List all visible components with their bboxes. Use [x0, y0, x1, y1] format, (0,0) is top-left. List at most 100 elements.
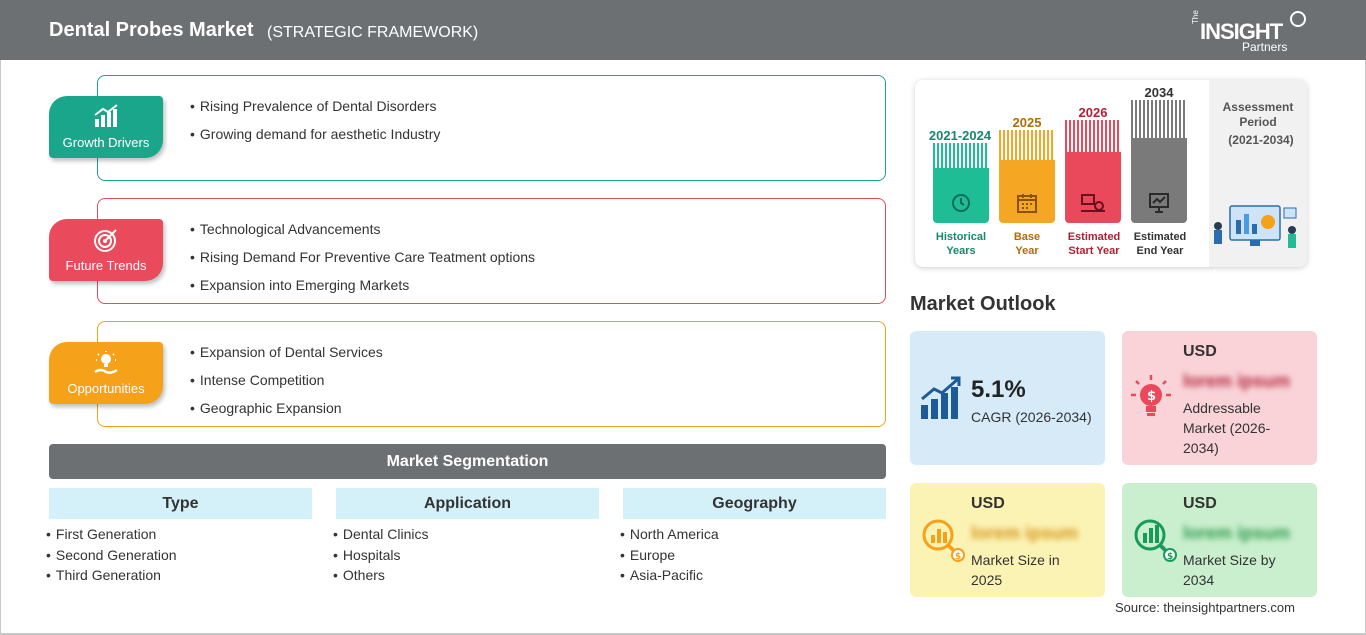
caption-line: Year: [1015, 245, 1039, 257]
addressable-currency: USD: [1183, 343, 1217, 360]
caption-line: Estimated: [1067, 231, 1121, 243]
dollar-bulb-icon: $: [1131, 375, 1171, 416]
addressable-market-card: $ USD lorem ipsum Addressable Market (20…: [1122, 331, 1317, 465]
header-bar: Dental Probes Market (STRATEGIC FRAMEWOR…: [0, 0, 1366, 60]
timeline-caption-historical: Historical Years: [924, 230, 998, 258]
opportunities-box: Expansion of Dental Services Intense Com…: [97, 321, 886, 427]
future-trends-box: Technological Advancements Rising Demand…: [97, 198, 886, 304]
growth-drivers-badge: Growth Drivers: [49, 96, 163, 158]
addressable-label: Addressable Market (2026-2034): [1183, 400, 1271, 456]
logo-ring-icon: [1290, 11, 1306, 27]
svg-text:$: $: [955, 552, 961, 562]
segment-heading-geography: Geography: [623, 488, 886, 519]
caption-line: Years: [946, 245, 976, 257]
cagr-label: CAGR (2026-2034): [971, 409, 1092, 425]
list-item: Technological Advancements: [190, 220, 535, 248]
growth-drivers-label: Growth Drivers: [62, 135, 150, 150]
opportunities-list: Expansion of Dental Services Intense Com…: [190, 343, 383, 427]
timeline-year-end: 2034: [1144, 85, 1174, 100]
timeline-bar-historical: [933, 143, 989, 223]
list-item: Rising Demand For Preventive Care Teatme…: [190, 248, 535, 276]
cagr-card: [910, 331, 1105, 465]
assessment-period-range: (2021-2034): [1228, 133, 1294, 147]
addressable-value: lorem ipsum: [1183, 371, 1291, 391]
timeline-year-base: 2025: [1012, 115, 1042, 130]
growth-drivers-list: Rising Prevalence of Dental Disorders Gr…: [190, 97, 440, 153]
frame-border-bottom: [0, 633, 1366, 635]
segment-heading-application: Application: [336, 488, 599, 519]
segment-heading-type: Type: [49, 488, 312, 519]
timeline-caption-end: Estimated End Year: [1127, 230, 1193, 258]
timeline-year-start: 2026: [1078, 105, 1108, 120]
list-item: Europe: [620, 546, 719, 567]
hatch-pattern: [1065, 120, 1121, 152]
market-size-2034-value: lorem ipsum: [1183, 523, 1291, 543]
hatch-pattern: [999, 130, 1055, 160]
assessment-label-line: Assessment: [1222, 100, 1294, 114]
caption-line: Historical: [935, 231, 987, 243]
growth-chart-icon: [921, 376, 961, 419]
cagr-value: 5.1%: [971, 376, 1026, 403]
opportunities-badge: Opportunities: [49, 342, 163, 404]
page-subtitle: (STRATEGIC FRAMEWORK): [267, 24, 479, 41]
list-item: Growing demand for aesthetic Industry: [190, 125, 440, 153]
list-item: North America: [620, 525, 719, 546]
timeline-year-historical: 2021-2024: [928, 128, 992, 143]
logo-the-text: The: [1191, 10, 1200, 24]
hatch-pattern: [933, 143, 989, 168]
svg-text:$: $: [1147, 389, 1156, 404]
source-credit[interactable]: Source: theinsightpartners.com: [1115, 600, 1295, 615]
market-size-2025-currency: USD: [971, 495, 1005, 512]
timeline-caption-base: Base Year: [993, 230, 1061, 258]
magnifier-growth-icon: $: [1134, 519, 1177, 562]
hatch-pattern: [1131, 100, 1187, 138]
market-size-2034-currency: USD: [1183, 495, 1217, 512]
caption-line: Start Year: [1068, 245, 1120, 257]
list-item: Expansion into Emerging Markets: [190, 276, 535, 304]
calendar-icon: [1017, 194, 1037, 213]
segment-list-type: First Generation Second Generation Third…: [46, 525, 177, 587]
lightbulb-hand-icon: [94, 351, 118, 374]
market-size-2025-card: $ USD lorem ipsum Market Size in 2025: [910, 483, 1105, 597]
analyst-illustration-icon: [1214, 205, 1297, 248]
list-item: Others: [333, 566, 429, 587]
svg-text:$: $: [1167, 552, 1173, 562]
list-item: Dental Clinics: [333, 525, 429, 546]
presentation-icon: [1149, 193, 1169, 213]
list-item: First Generation: [46, 525, 177, 546]
logo-insight-text: INSIGHT: [1200, 19, 1283, 44]
market-segmentation-bar: Market Segmentation: [49, 444, 886, 479]
market-size-2025-value: lorem ipsum: [971, 523, 1079, 543]
segment-list-application: Dental Clinics Hospitals Others: [333, 525, 429, 587]
market-size-2034-card: $ USD lorem ipsum Market Size by 2034: [1122, 483, 1317, 597]
list-item: Intense Competition: [190, 371, 383, 399]
assessment-label-line: Period: [1239, 115, 1277, 129]
list-item: Asia-Pacific: [620, 566, 719, 587]
insight-partners-logo[interactable]: The INSIGHT Partners: [1190, 10, 1310, 54]
caption-line: Estimated: [1133, 231, 1187, 243]
list-item: Expansion of Dental Services: [190, 343, 383, 371]
history-icon: [952, 194, 970, 212]
growth-drivers-box: Rising Prevalence of Dental Disorders Gr…: [97, 75, 886, 181]
logo-partners-text: Partners: [1242, 40, 1288, 54]
start-icon: [1081, 194, 1105, 212]
future-trends-badge: Future Trends: [49, 219, 163, 281]
bar-chart-icon: [94, 104, 118, 127]
frame-border-left: [0, 60, 1, 635]
market-outlook-title: Market Outlook: [910, 293, 1056, 315]
opportunities-label: Opportunities: [67, 381, 145, 396]
market-size-2025-label: Market Size in 2025: [971, 552, 1060, 588]
future-trends-label: Future Trends: [65, 258, 147, 273]
target-icon: [94, 229, 117, 252]
list-item: Hospitals: [333, 546, 429, 567]
list-item: Rising Prevalence of Dental Disorders: [190, 97, 440, 125]
magnifier-chart-icon: $: [922, 519, 965, 562]
caption-line: End Year: [1136, 245, 1184, 257]
caption-line: Base: [1013, 231, 1041, 243]
segment-list-geography: North America Europe Asia-Pacific: [620, 525, 719, 587]
future-trends-list: Technological Advancements Rising Demand…: [190, 220, 535, 304]
timeline-caption-start: Estimated Start Year: [1061, 230, 1127, 258]
market-size-2034-label: Market Size by 2034: [1183, 552, 1276, 588]
list-item: Second Generation: [46, 546, 177, 567]
list-item: Geographic Expansion: [190, 399, 383, 427]
